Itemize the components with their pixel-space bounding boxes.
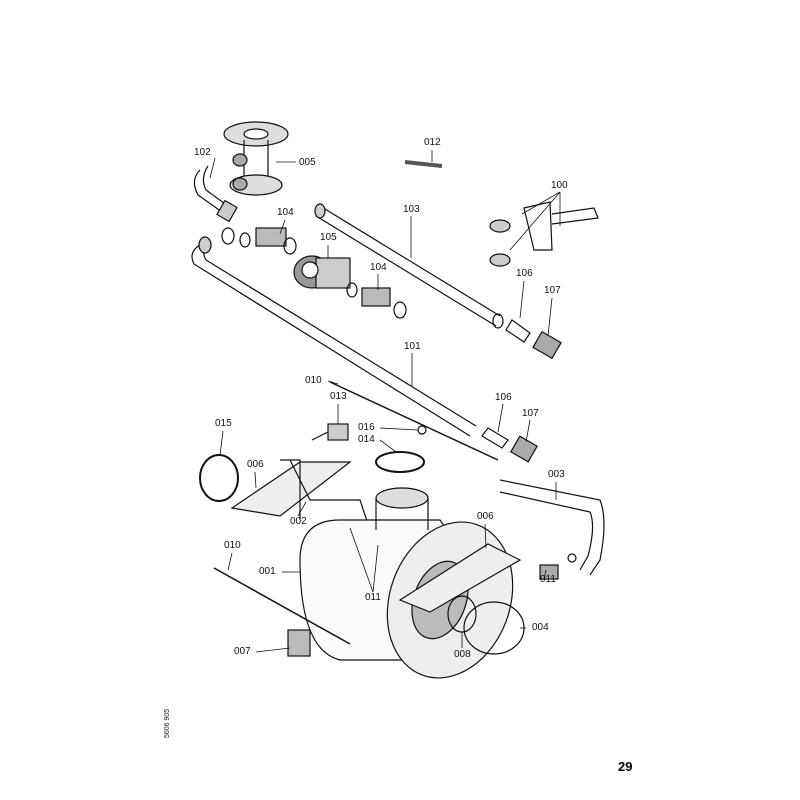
- leader-lines: [209, 150, 561, 653]
- part-label: 101: [404, 341, 421, 352]
- part-label: 010: [224, 540, 241, 551]
- part-label: 014: [358, 434, 375, 445]
- part-label: 100: [551, 180, 568, 191]
- part-003-pipe: [499, 479, 605, 576]
- part-label: 008: [454, 649, 471, 660]
- part-label: 012: [424, 137, 441, 148]
- part-label: 013: [330, 391, 347, 402]
- page-number: 29: [618, 759, 633, 774]
- part-label: 002: [290, 516, 307, 527]
- part-label: 006: [477, 511, 494, 522]
- part-label: 106: [495, 392, 512, 403]
- part-label: 007: [234, 646, 251, 657]
- part-label: 004: [532, 622, 549, 633]
- part-012-strip: [404, 160, 443, 168]
- part-label: 105: [320, 232, 337, 243]
- part-label: 011: [365, 592, 381, 603]
- part-label: 107: [522, 408, 539, 419]
- part-label: 102: [194, 147, 211, 158]
- part-105-pump: [293, 255, 351, 289]
- part-010-rod: [329, 381, 499, 461]
- part-006-bracket-left: [230, 461, 352, 517]
- part-label: 016: [358, 422, 375, 433]
- part-label: 006: [247, 459, 264, 470]
- part-label: 103: [403, 204, 420, 215]
- document-number: 5606 905: [164, 708, 171, 738]
- part-label: 003: [548, 469, 565, 480]
- part-label: 104: [370, 262, 387, 273]
- part-014-gasket: [375, 451, 425, 473]
- part-102-bent-pipe: [193, 165, 229, 213]
- part-label: 015: [215, 418, 232, 429]
- part-label: 010: [305, 375, 322, 386]
- part-103-pipe: [315, 205, 501, 327]
- part-100-bracket: [489, 201, 599, 267]
- part-label: 104: [277, 207, 294, 218]
- part-006-bracket-right: [398, 543, 522, 613]
- part-label: 106: [516, 268, 533, 279]
- part-label: 001: [259, 566, 276, 577]
- part-015-ring: [199, 454, 239, 502]
- part-label: 107: [544, 285, 561, 296]
- part-label: 005: [299, 157, 316, 168]
- part-label: 011: [540, 574, 556, 585]
- part-005-flange-tee: [223, 121, 289, 196]
